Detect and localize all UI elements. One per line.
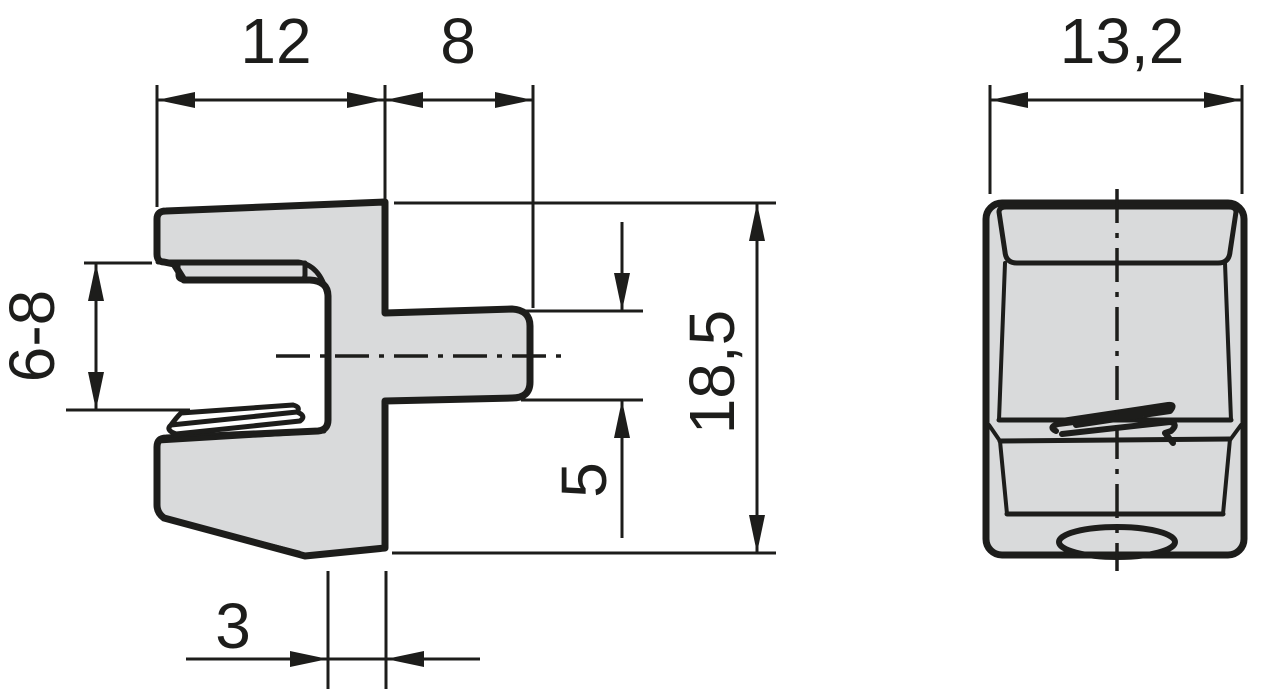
front-jaw-top-line bbox=[997, 436, 1233, 444]
side-view bbox=[153, 198, 566, 560]
front-view-body bbox=[982, 199, 1248, 559]
dim-label-pin-length: 8 bbox=[440, 5, 476, 77]
front-side-edge-right-upper bbox=[1223, 261, 1233, 422]
glass-pad bbox=[175, 260, 308, 283]
front-view bbox=[982, 189, 1248, 571]
arrowhead-left bbox=[157, 92, 195, 108]
bottom-jaw-top-line bbox=[155, 428, 327, 444]
front-side-edge-right-lower bbox=[1221, 437, 1232, 516]
arrowhead-bottom bbox=[88, 372, 104, 410]
dim-label-front-width: 13,2 bbox=[1060, 5, 1185, 77]
arrowhead-top bbox=[749, 203, 765, 241]
clamp-screw-threads bbox=[166, 402, 306, 437]
front-screw-threads bbox=[1049, 401, 1178, 446]
arrowhead-up bbox=[614, 400, 630, 438]
dim-label-pin-height: 5 bbox=[548, 462, 620, 498]
arrowhead-right bbox=[1204, 92, 1242, 108]
dim-label-clamp-opening: 6-8 bbox=[0, 290, 68, 383]
dimension-overall-height: 18,5 bbox=[392, 201, 776, 555]
bottom-jaw-bevel-line bbox=[166, 517, 302, 556]
arrowhead-right bbox=[347, 92, 385, 108]
front-side-edge-left-lower bbox=[998, 439, 1009, 516]
arrowhead-right bbox=[495, 92, 533, 108]
arrowhead-top bbox=[88, 263, 104, 301]
arrowhead-left bbox=[385, 92, 423, 108]
arrowhead-bottom bbox=[749, 515, 765, 553]
dimension-jaw-depth: 12 bbox=[155, 5, 387, 207]
arrowhead-left bbox=[386, 651, 424, 667]
dimension-pin-height: 5 bbox=[521, 222, 643, 538]
front-jaw-corner-left bbox=[987, 423, 1002, 443]
front-top-panel bbox=[996, 204, 1239, 266]
dimension-clamp-opening: 6-8 bbox=[0, 261, 190, 412]
dim-label-overall-height: 18,5 bbox=[676, 310, 748, 435]
arrowhead-left bbox=[990, 92, 1028, 108]
dimension-web-thickness: 3 bbox=[186, 571, 480, 689]
dimension-pin-length: 8 bbox=[385, 5, 535, 308]
side-view-body bbox=[153, 198, 534, 560]
dim-label-jaw-depth: 12 bbox=[240, 5, 311, 77]
arrowhead-down bbox=[614, 273, 630, 311]
dimension-front-width: 13,2 bbox=[988, 5, 1244, 194]
front-side-edge-left-upper bbox=[997, 261, 1007, 422]
arrowhead-right bbox=[290, 651, 328, 667]
dim-label-web-thickness: 3 bbox=[215, 590, 251, 662]
